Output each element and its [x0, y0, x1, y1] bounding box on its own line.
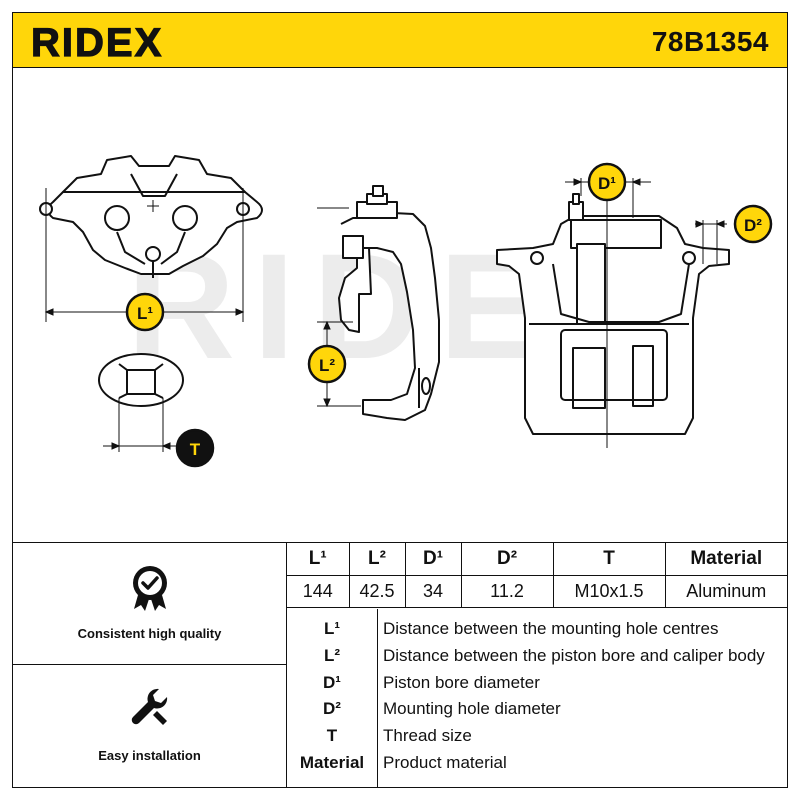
wrench-icon [131, 688, 168, 725]
spec-header-l1: L¹ [287, 543, 350, 576]
spec-value-t: M10x1.5 [553, 575, 666, 608]
quality-badge-icon [133, 566, 167, 611]
spec-table: L¹ L² D¹ D² T Material 144 42.5 34 11.2 … [287, 543, 787, 608]
dimension-marker-d2: D² [733, 204, 773, 244]
spec-header-d1: D¹ [405, 543, 462, 576]
legend-key: Material [299, 753, 365, 772]
ridex-logo: RIDEX [30, 20, 163, 63]
feature-item-quality: Consistent high quality [13, 543, 286, 665]
legend-row: L² Distance between the piston bore and … [287, 642, 787, 668]
legend-key: D² [323, 699, 341, 718]
legend-description: Mounting hole diameter [383, 699, 561, 718]
spec-value-d2: 11.2 [461, 575, 554, 608]
caliper-front-view [39, 155, 263, 278]
spec-value-l2: 42.5 [349, 575, 406, 608]
info-panel: Consistent high quality Easy installatio… [12, 542, 788, 788]
thread-detail [98, 353, 184, 407]
legend-description: Distance between the piston bore and cal… [383, 646, 765, 665]
feature-label: Consistent high quality [77, 626, 222, 641]
dimension-legend: L¹ Distance between the mounting hole ce… [287, 609, 787, 787]
part-number: 78B1354 [651, 26, 769, 57]
marker-label-t: T [190, 440, 201, 459]
spec-header-material: Material [665, 543, 787, 576]
legend-description: Thread size [383, 726, 472, 745]
drawing-canvas: RIDEX [39, 155, 773, 468]
legend-description: Product material [383, 753, 507, 772]
marker-label-l2: L² [319, 356, 335, 375]
legend-divider [377, 609, 378, 787]
marker-label-d1: D¹ [598, 174, 616, 193]
legend-row: L¹ Distance between the mounting hole ce… [287, 615, 787, 641]
spec-header-l2: L² [349, 543, 406, 576]
spec-header-t: T [553, 543, 666, 576]
marker-label-d2: D² [744, 216, 762, 235]
spec-value-l1: 144 [287, 575, 350, 608]
legend-key: L² [323, 646, 341, 665]
feature-list: Consistent high quality Easy installatio… [13, 543, 287, 787]
brand-wordmark: RIDEX [31, 21, 163, 63]
spec-value-d1: 34 [405, 575, 462, 608]
legend-row: Material Product material [287, 749, 787, 775]
spec-value-row: 144 42.5 34 11.2 M10x1.5 Aluminum [287, 575, 787, 608]
legend-row: T Thread size [287, 722, 787, 748]
legend-description: Distance between the mounting hole centr… [383, 619, 719, 638]
marker-label-l1: L¹ [137, 304, 153, 323]
dimension-marker-t: T [175, 428, 215, 468]
legend-row: D² Mounting hole diameter [287, 695, 787, 721]
feature-label: Easy installation [98, 748, 201, 763]
spec-header-row: L¹ L² D¹ D² T Material [287, 543, 787, 576]
caliper-side-view [338, 185, 440, 421]
feature-item-installation: Easy installation [13, 665, 286, 787]
header-bar: RIDEX 78B1354 [12, 12, 788, 68]
technical-drawing: RIDEX [12, 68, 788, 542]
spec-header-d2: D² [461, 543, 554, 576]
caliper-rear-view [496, 193, 730, 435]
legend-description: Piston bore diameter [383, 673, 540, 692]
dimension-marker-l2: L² [307, 344, 347, 384]
legend-key: L¹ [323, 619, 341, 638]
dimension-marker-l1: L¹ [125, 292, 165, 332]
legend-row: D¹ Piston bore diameter [287, 669, 787, 695]
legend-key: T [326, 726, 338, 745]
front-center-lines [44, 188, 245, 322]
legend-key: D¹ [323, 673, 341, 692]
dimension-marker-d1: D¹ [587, 162, 627, 202]
spec-value-material: Aluminum [665, 575, 787, 608]
thread-dimension [103, 398, 177, 452]
